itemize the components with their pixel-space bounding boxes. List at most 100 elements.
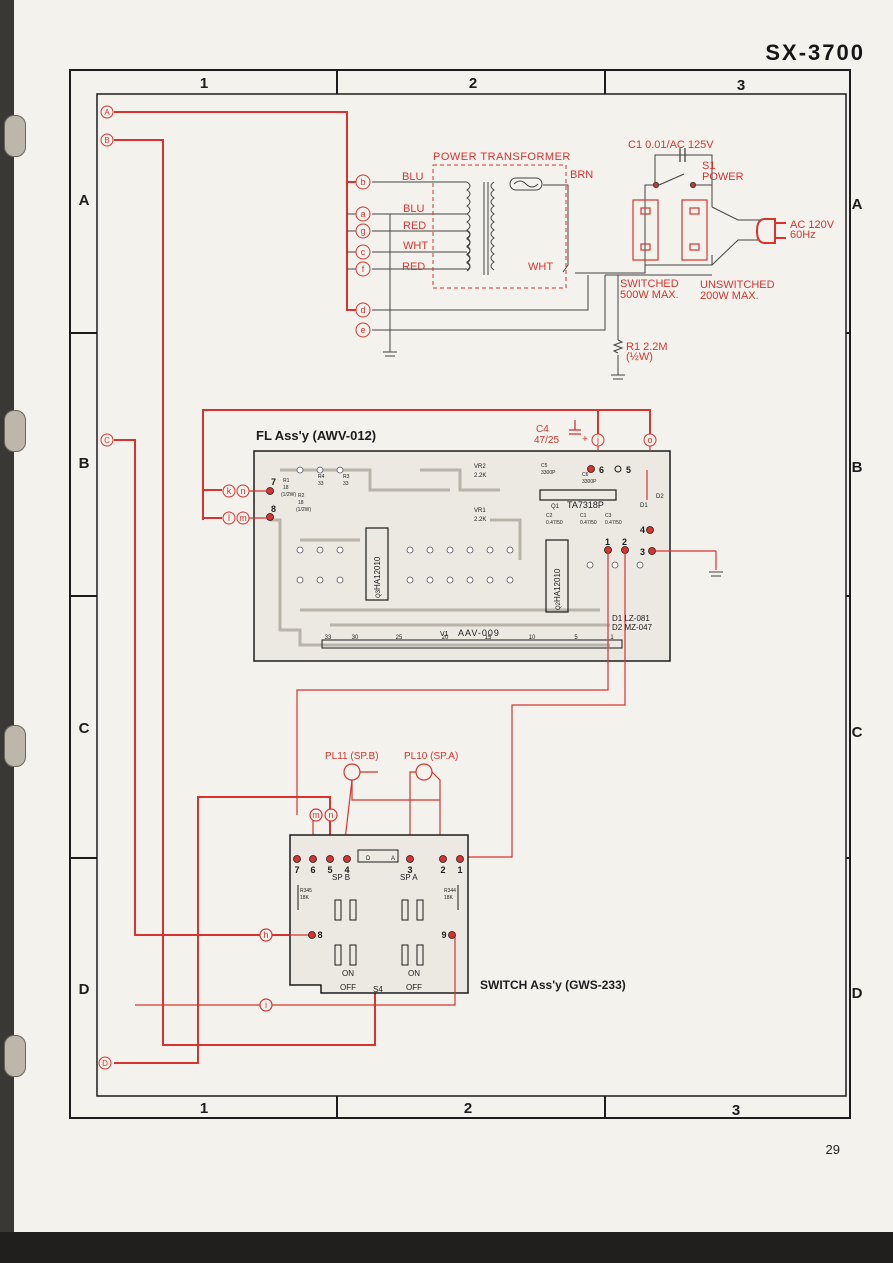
svg-text:D1 LZ-081: D1 LZ-081 xyxy=(612,614,650,623)
fl-pin-dots xyxy=(266,465,656,555)
switch-elements xyxy=(297,885,459,966)
fl-display-strip xyxy=(321,639,623,649)
transformer-connector-labels: b a g c f d e xyxy=(360,177,365,335)
svg-text:PL10 (SP.A): PL10 (SP.A) xyxy=(404,751,458,762)
svg-text:R3: R3 xyxy=(343,474,350,480)
fl-board-traces xyxy=(270,468,610,647)
transformer-coils xyxy=(466,177,543,275)
svg-text:S1: S1 xyxy=(702,160,715,172)
svg-text:0.47/50: 0.47/50 xyxy=(580,520,597,526)
svg-text:b: b xyxy=(360,177,365,187)
svg-text:5: 5 xyxy=(327,865,332,875)
frame xyxy=(69,69,851,1119)
svg-text:D1: D1 xyxy=(640,503,648,509)
svg-text:8: 8 xyxy=(317,930,322,940)
binder-hole xyxy=(4,725,26,767)
fl-pin-labels: 7 8 6 5 1 2 4 3 xyxy=(271,465,645,557)
c1-label: C1 0.01/AC 125V xyxy=(628,139,714,151)
ic-q2-name: HA12010 xyxy=(553,568,562,602)
svg-text:5: 5 xyxy=(574,635,578,641)
transformer-title: POWER TRANSFORMER xyxy=(433,151,571,163)
svg-text:18K: 18K xyxy=(300,895,310,901)
resistor-r1 xyxy=(612,339,624,354)
switch-wires xyxy=(135,808,456,1012)
svg-text:18K: 18K xyxy=(444,895,454,901)
switch-connector xyxy=(357,849,399,863)
connector-o-label: o xyxy=(647,435,652,445)
svg-text:D: D xyxy=(102,1059,108,1068)
svg-text:AC 120V: AC 120V xyxy=(790,219,835,231)
svg-text:RED: RED xyxy=(403,220,426,232)
power-switch-s1 xyxy=(652,173,697,189)
svg-text:5: 5 xyxy=(626,465,631,475)
svg-text:4: 4 xyxy=(344,865,349,875)
svg-text:0.47/50: 0.47/50 xyxy=(546,520,563,526)
svg-text:R2: R2 xyxy=(298,493,305,499)
svg-text:2: 2 xyxy=(440,865,445,875)
fl-pin-5 xyxy=(614,465,622,473)
svg-text:BLU: BLU xyxy=(403,203,424,215)
svg-text:C3: C3 xyxy=(605,513,612,519)
svg-text:(½W): (½W) xyxy=(626,351,653,363)
svg-text:2.2K: 2.2K xyxy=(474,517,486,523)
power-labels: C1 0.01/AC 125V S1 POWER AC 120V 60Hz SW… xyxy=(620,139,835,363)
svg-text:(1/2W): (1/2W) xyxy=(296,507,311,513)
svg-text:C6: C6 xyxy=(582,472,589,478)
svg-text:3: 3 xyxy=(640,547,645,557)
transformer-outline xyxy=(432,164,567,289)
connector-j-label: j xyxy=(596,435,599,445)
switch-pin-dots xyxy=(293,855,464,939)
fl-assy-title: FL Ass'y (AWV-012) xyxy=(256,428,376,443)
svg-text:18: 18 xyxy=(298,500,304,506)
svg-text:4: 4 xyxy=(640,525,645,535)
svg-text:l: l xyxy=(228,513,230,523)
svg-text:R344: R344 xyxy=(444,888,456,894)
svg-text:33: 33 xyxy=(318,481,324,487)
grid-col-label: 3 xyxy=(737,77,745,94)
svg-text:10: 10 xyxy=(529,635,536,641)
svg-text:OFF: OFF xyxy=(340,983,356,992)
binder-hole xyxy=(4,410,26,452)
svg-text:VR2: VR2 xyxy=(474,464,486,470)
fl-labels: FL Ass'y (AWV-012) C4 47/25 + TA7318P Q1… xyxy=(256,424,664,638)
svg-text:(1/2W): (1/2W) xyxy=(281,492,296,498)
switch-labels: SWITCH Ass'y (GWS-233) SP B SP A R345 18… xyxy=(300,856,626,994)
svg-text:47/25: 47/25 xyxy=(534,435,559,446)
svg-text:UNSWITCHED: UNSWITCHED xyxy=(700,279,775,291)
switch-assy-title: SWITCH Ass'y (GWS-233) xyxy=(480,978,626,992)
grid-row-label: B xyxy=(852,459,863,476)
svg-text:D: D xyxy=(366,856,371,862)
grid-col-label: 2 xyxy=(469,75,477,92)
c4-polarity: + xyxy=(582,434,588,445)
svg-text:V1: V1 xyxy=(440,631,449,638)
fl-ic-vertical-labels: HA12010 Q3 HA12010 Q2 xyxy=(373,556,562,610)
svg-text:Q3: Q3 xyxy=(376,589,382,598)
svg-text:8: 8 xyxy=(271,504,276,514)
pilot-lamp-labels: PL11 (SP.B) PL10 (SP.A) xyxy=(325,751,458,762)
svg-text:n: n xyxy=(328,810,333,820)
svg-text:SP A: SP A xyxy=(400,873,418,882)
svg-text:a: a xyxy=(360,209,365,219)
svg-text:R1 2.2M: R1 2.2M xyxy=(626,341,668,353)
grid-row-label: C xyxy=(852,724,863,741)
red-wiring xyxy=(114,111,651,1064)
svg-text:f: f xyxy=(362,264,365,274)
left-terminal-labels: A B C D xyxy=(102,108,110,1068)
svg-text:g: g xyxy=(360,226,365,236)
svg-text:6: 6 xyxy=(310,865,315,875)
binder-hole xyxy=(4,115,26,157)
grid-row-label: A xyxy=(852,196,863,213)
svg-text:D2: D2 xyxy=(656,494,664,500)
left-terminals xyxy=(98,105,114,1070)
svg-text:Q1: Q1 xyxy=(551,504,560,510)
svg-text:R1: R1 xyxy=(283,478,290,484)
svg-text:60Hz: 60Hz xyxy=(790,229,816,241)
svg-text:ON: ON xyxy=(408,969,420,978)
svg-text:BLU: BLU xyxy=(402,171,423,183)
fl-ics xyxy=(365,489,617,613)
grid-row-label: C xyxy=(79,720,90,737)
svg-text:20: 20 xyxy=(442,635,449,641)
grid-row-label: B xyxy=(79,455,90,472)
svg-text:500W MAX.: 500W MAX. xyxy=(620,289,679,301)
outlets xyxy=(632,199,708,261)
